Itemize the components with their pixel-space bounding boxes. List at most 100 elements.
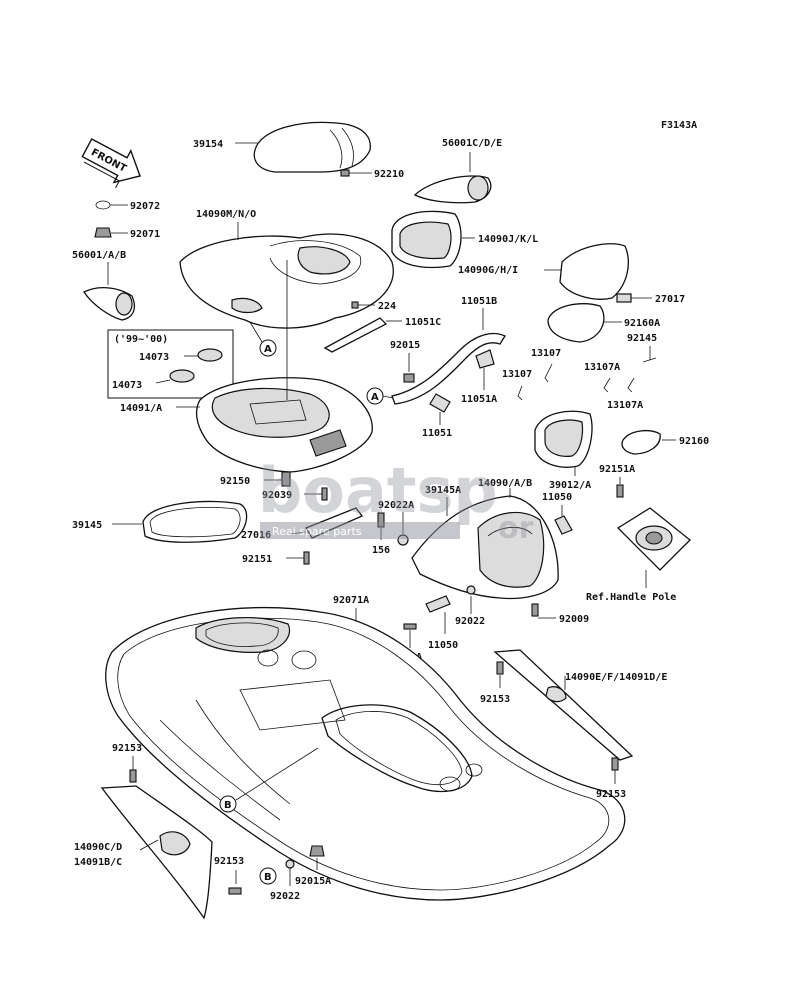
- bolt-92151: [303, 551, 310, 565]
- label-56001cde: 56001C/D/E: [442, 138, 502, 149]
- label-92151: 92151: [242, 554, 272, 565]
- label-14090jkl: 14090J/K/L: [478, 234, 538, 245]
- part-27017: [616, 293, 632, 303]
- mirror-right-part: [413, 175, 492, 204]
- label-14090mno: 14090M/N/O: [196, 209, 256, 220]
- bolt-92039a: [403, 623, 417, 630]
- label-14090ef: 14090E/F/14091D/E: [565, 672, 667, 683]
- label-92022-bottom: 92022: [270, 891, 300, 902]
- bolt-92039: [321, 487, 328, 501]
- label-11050-upper: 11050: [542, 492, 572, 503]
- watermark-logo: boatsp or Real spare parts: [258, 454, 534, 546]
- handle-pole-boot-part: [616, 507, 691, 571]
- label-92145: 92145: [627, 333, 657, 344]
- bolt-92153-left-upper: [129, 769, 137, 783]
- callout-a-right: A: [366, 387, 384, 405]
- bracket-11050-upper: [554, 515, 573, 535]
- pad-92160: [621, 429, 661, 455]
- svg-text:A: A: [264, 344, 272, 355]
- seat-cover-part: [253, 121, 371, 173]
- label-11051c: 11051C: [405, 317, 441, 328]
- label-92153-right-lower: 92153: [596, 789, 626, 800]
- screw-92009: [531, 603, 539, 617]
- pad-92160a: [547, 303, 605, 343]
- year-note-box: ('99~'00): [107, 329, 234, 399]
- watermark-tail: or: [498, 511, 534, 546]
- label-11051a: 11051A: [461, 394, 497, 405]
- label-92009: 92009: [559, 614, 589, 625]
- label-11051b: 11051B: [461, 296, 497, 307]
- pad-ghi-part: [559, 243, 629, 300]
- strap-27016: [305, 507, 364, 539]
- label-27017: 27017: [655, 294, 685, 305]
- label-11050-lower: 11050: [428, 640, 458, 651]
- washer-92022-mid: [466, 585, 476, 595]
- callout-b-bottom: B: [259, 867, 277, 885]
- ref-note: Ref.Handle Pole: [586, 592, 676, 603]
- label-92015a: 92015A: [295, 876, 331, 887]
- label-92071: 92071: [130, 229, 160, 240]
- bracket-11051a: [475, 349, 495, 369]
- label-92153-bottom: 92153: [214, 856, 244, 867]
- side-mat-right-part: [493, 649, 634, 761]
- pin-13107a-1: [603, 377, 611, 393]
- pad-jkl-part: [391, 210, 462, 269]
- label-156: 156: [372, 545, 390, 556]
- screw-156: [377, 512, 385, 528]
- label-13107-a: 13107: [531, 348, 561, 359]
- bolt-92153-bottom: [228, 887, 242, 895]
- label-13107-b: 13107: [502, 369, 532, 380]
- pin-92145: [642, 357, 657, 363]
- label-13107a-2: 13107A: [607, 400, 643, 411]
- label-92210: 92210: [374, 169, 404, 180]
- pin-13107a-2: [627, 377, 635, 393]
- label-27016: 27016: [241, 530, 271, 541]
- clip-92072: [95, 200, 111, 210]
- callout-a-left: A: [259, 339, 277, 357]
- front-hatch-part: [411, 495, 559, 600]
- nut-92015: [403, 373, 415, 383]
- label-39154: 39154: [193, 139, 223, 150]
- label-92150: 92150: [220, 476, 250, 487]
- label-14091bc: 14091B/C: [74, 857, 122, 868]
- mirror-left-part: [83, 286, 136, 321]
- hull-deck-part: [105, 606, 626, 901]
- svg-text:B: B: [264, 872, 272, 883]
- bolt-92151a: [616, 484, 624, 498]
- label-39145a: 39145A: [425, 485, 461, 496]
- label-92153-right-upper: 92153: [480, 694, 510, 705]
- bezel-39012-part: [534, 410, 593, 468]
- label-14073-b: 14073: [112, 380, 142, 391]
- bolt-92153-right-upper: [496, 661, 504, 675]
- label-92153-left-upper: 92153: [112, 743, 142, 754]
- label-14090ghi: 14090G/H/I: [458, 265, 518, 276]
- screw-224: [351, 301, 359, 309]
- label-92022-mid: 92022: [455, 616, 485, 627]
- label-39145: 39145: [72, 520, 102, 531]
- diagram-code: F3143A: [661, 120, 697, 131]
- nut-92015a: [309, 845, 325, 857]
- screw-92210: [340, 169, 350, 177]
- watermark-main: boatsp: [258, 454, 498, 527]
- pin-13107-a: [544, 363, 553, 383]
- side-mat-left-part: [100, 785, 213, 920]
- label-224: 224: [378, 301, 396, 312]
- label-92151a: 92151A: [599, 464, 635, 475]
- callout-b-hull: B: [219, 795, 237, 813]
- storage-tub-part: [195, 377, 373, 473]
- handle-pole-part: [391, 332, 506, 413]
- nut-92071: [94, 227, 112, 238]
- label-14090ab: 14090/A/B: [478, 478, 532, 489]
- label-92071a: 92071A: [333, 595, 369, 606]
- bolt-92150: [281, 471, 291, 487]
- label-92039: 92039: [262, 490, 292, 501]
- bolt-92153-right-lower: [611, 757, 619, 771]
- label-14091a: 14091/A: [120, 403, 162, 414]
- svg-text:B: B: [224, 800, 232, 811]
- label-92160: 92160: [679, 436, 709, 447]
- label-11051: 11051: [422, 428, 452, 439]
- pin-13107-b: [517, 385, 523, 401]
- label-13107a-1: 13107A: [584, 362, 620, 373]
- watermark-subtext: Real spare parts: [272, 525, 362, 538]
